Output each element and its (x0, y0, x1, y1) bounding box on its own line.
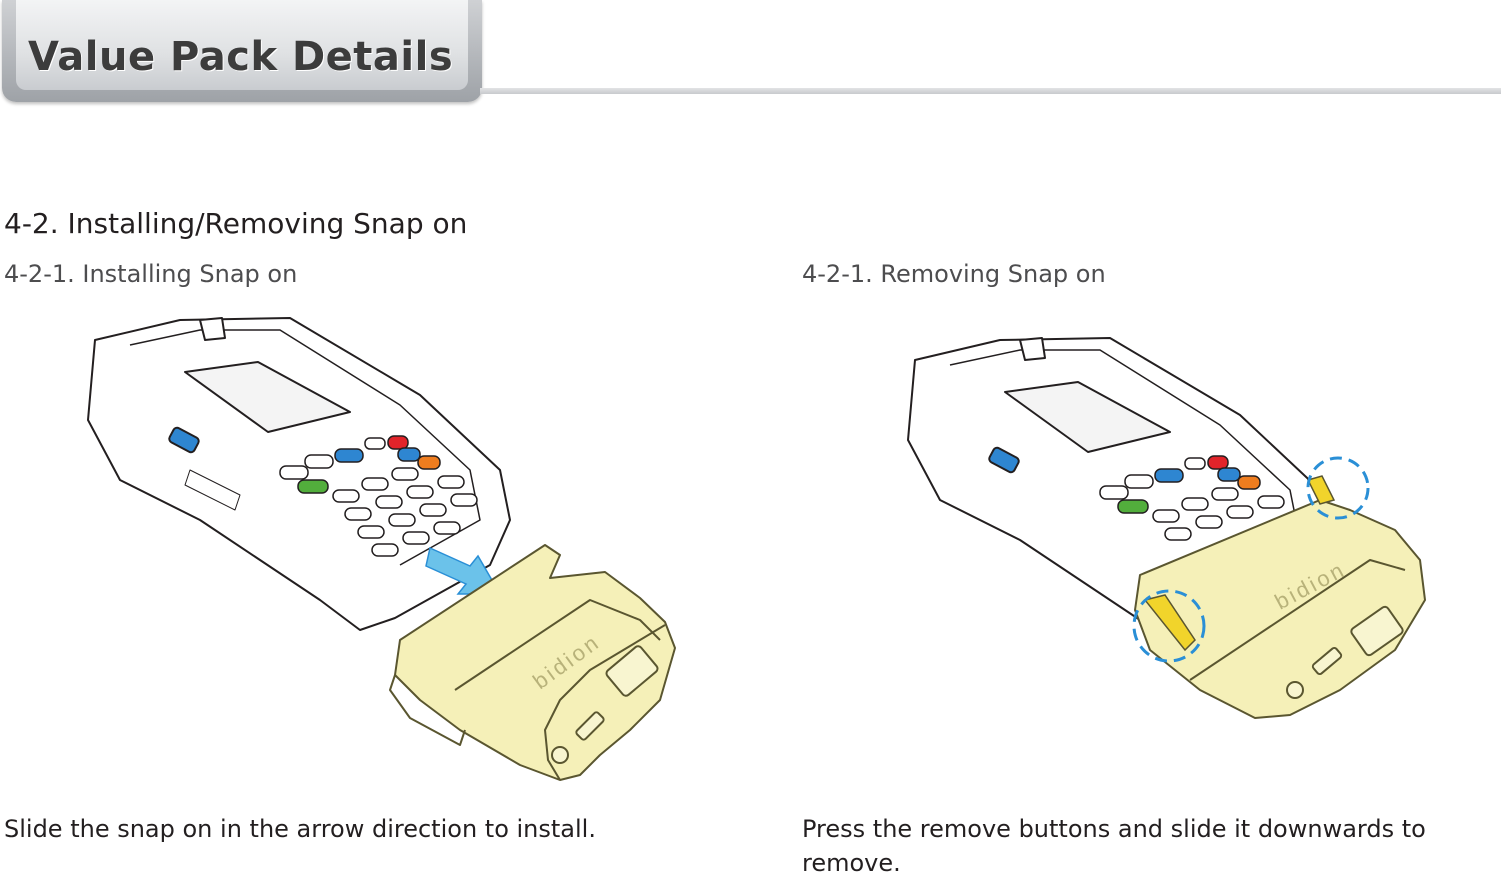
header-tab: Value Pack Details (2, 0, 482, 102)
dc-jack-icon (1286, 681, 1304, 699)
header-rule (480, 88, 1501, 94)
remove-subheading: 4-2-1. Removing Snap on (802, 260, 1106, 288)
serial-port-icon (1350, 605, 1404, 657)
keypad (279, 435, 478, 557)
callout-circle (1132, 589, 1206, 663)
keypad (1099, 455, 1285, 541)
device-screen (1004, 381, 1171, 453)
side-button-icon (168, 426, 200, 454)
snap-on-accessory (389, 544, 676, 781)
install-illustration: bidion (87, 317, 676, 781)
header-tab-inner (16, 0, 468, 90)
snap-on-accessory (1134, 499, 1426, 719)
usb-port-icon (575, 711, 605, 741)
install-caption: Slide the snap on in the arrow direction… (4, 815, 596, 843)
dc-jack-icon (551, 746, 569, 764)
section-heading: 4-2. Installing/Removing Snap on (4, 207, 468, 240)
usb-port-icon (1311, 646, 1343, 676)
page-title: Value Pack Details (28, 34, 454, 80)
remove-button-icon (1306, 475, 1336, 505)
remove-illustration: bidion (907, 337, 1426, 719)
side-button-icon (988, 446, 1020, 474)
remove-caption: Press the remove buttons and slide it do… (802, 815, 1426, 877)
serial-port-icon (605, 645, 659, 697)
callout-circle (1306, 456, 1370, 520)
install-subheading: 4-2-1. Installing Snap on (4, 260, 298, 288)
device-screen (184, 361, 351, 433)
remove-button-icon (1143, 594, 1196, 652)
